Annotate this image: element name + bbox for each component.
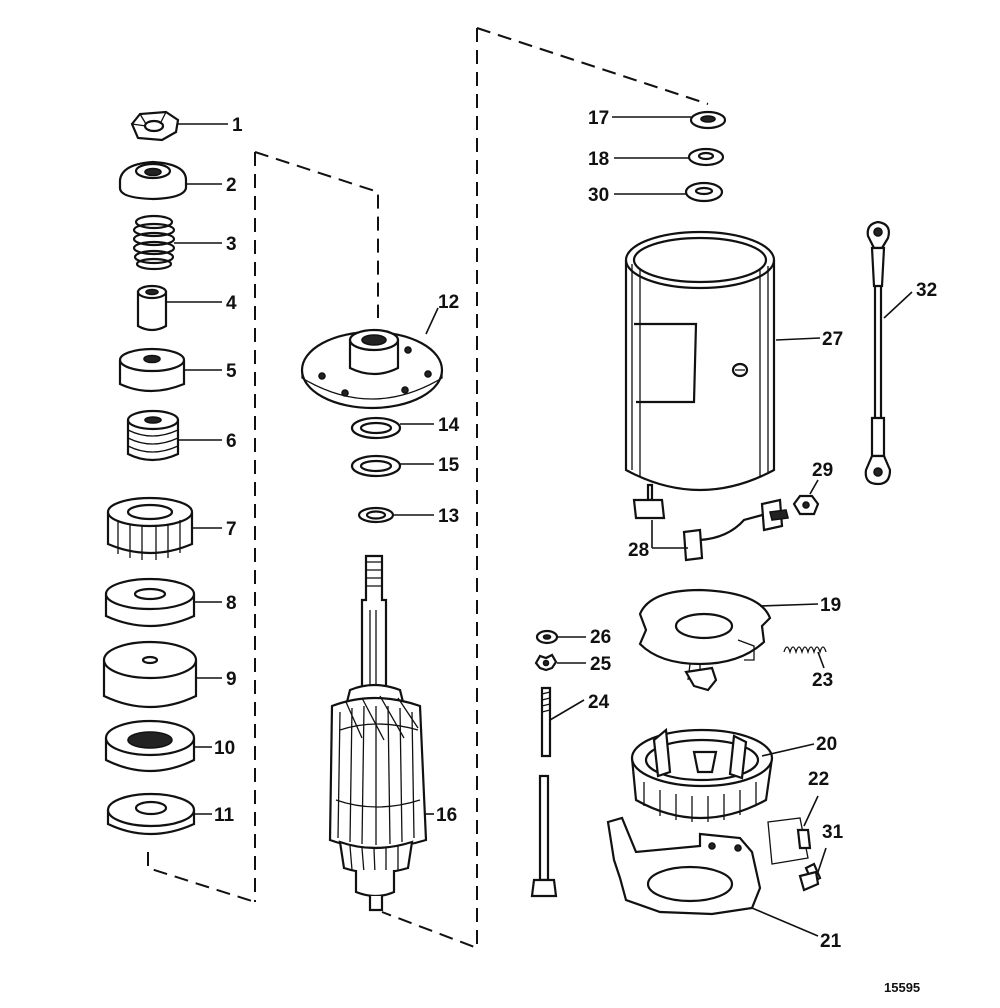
- part-23-brush-springs: [783, 646, 827, 655]
- assembly-guide-lines: [147, 27, 709, 950]
- callout-15: 15: [438, 455, 460, 476]
- callout-14: 14: [438, 415, 460, 436]
- callout-13: 13: [438, 506, 459, 527]
- part-8-washer: [104, 577, 196, 628]
- part-18-washer: [687, 147, 725, 167]
- part-17-washer: [689, 110, 727, 130]
- part-4-sleeve: [136, 284, 168, 332]
- part-22-insulator: [796, 828, 812, 850]
- part-10-ring: [104, 719, 196, 773]
- callout-11: 11: [214, 805, 235, 826]
- callout-1: 1: [232, 115, 243, 136]
- callout-30: 30: [588, 185, 609, 206]
- callout-32: 32: [916, 280, 937, 301]
- part-6-threaded-drive: [126, 409, 180, 462]
- callout-3: 3: [226, 234, 237, 255]
- part-7-pinion-gear: [106, 496, 194, 560]
- part-27-field-frame: [624, 230, 776, 520]
- callout-5: 5: [226, 361, 237, 382]
- part-2-cap: [118, 160, 188, 201]
- callout-2: 2: [226, 175, 237, 196]
- callout-26: 26: [590, 627, 611, 648]
- callout-21: 21: [820, 931, 842, 952]
- part-30-washer: [684, 181, 724, 203]
- callout-9: 9: [226, 669, 237, 690]
- callout-17: 17: [588, 108, 609, 129]
- part-13-washer: [357, 506, 395, 524]
- part-29-nut: [792, 494, 820, 516]
- figure-number: 15595: [884, 980, 920, 995]
- part-28-brush-lead: [682, 498, 789, 562]
- callout-28: 28: [628, 540, 649, 561]
- part-1-hex-nut: [130, 110, 180, 142]
- callout-25: 25: [590, 654, 612, 675]
- callout-31: 31: [822, 822, 844, 843]
- callout-16: 16: [436, 805, 457, 826]
- part-16-armature: [328, 554, 428, 912]
- callout-12: 12: [438, 292, 459, 313]
- part-20-end-cap: [630, 727, 774, 822]
- part-32-cable: [864, 220, 892, 486]
- part-11-cup: [106, 792, 196, 836]
- callout-8: 8: [226, 593, 237, 614]
- callout-24: 24: [588, 692, 610, 713]
- callout-7: 7: [226, 519, 237, 540]
- part-21-mounting-bracket: [606, 816, 809, 916]
- part-25-lockwasher: [534, 653, 558, 672]
- part-5-collar: [118, 347, 186, 393]
- callout-23: 23: [812, 670, 833, 691]
- callout-10: 10: [214, 738, 235, 759]
- part-9-spacer: [102, 640, 198, 709]
- callout-19: 19: [820, 595, 841, 616]
- callout-labels: 1 2 3 4 5 6 7 8 9 10 11 12 13 14 15 16 1…: [214, 108, 937, 952]
- callout-4: 4: [226, 293, 237, 314]
- callout-6: 6: [226, 431, 237, 452]
- part-24-stud: [540, 686, 552, 758]
- callout-29: 29: [812, 460, 833, 481]
- part-long-through-bolt: [530, 774, 558, 898]
- part-15-seal: [350, 454, 402, 478]
- callout-22: 22: [808, 769, 829, 790]
- part-31-screw: [798, 862, 822, 892]
- part-14-seal: [350, 416, 402, 440]
- part-19-brush-plate: [638, 588, 772, 692]
- part-12-end-plate: [300, 328, 444, 410]
- part-3-spring: [132, 214, 176, 271]
- callout-20: 20: [816, 734, 837, 755]
- callout-18: 18: [588, 149, 609, 170]
- part-26-nut: [535, 629, 559, 645]
- leader-lines: [166, 116, 913, 937]
- callout-27: 27: [822, 329, 843, 350]
